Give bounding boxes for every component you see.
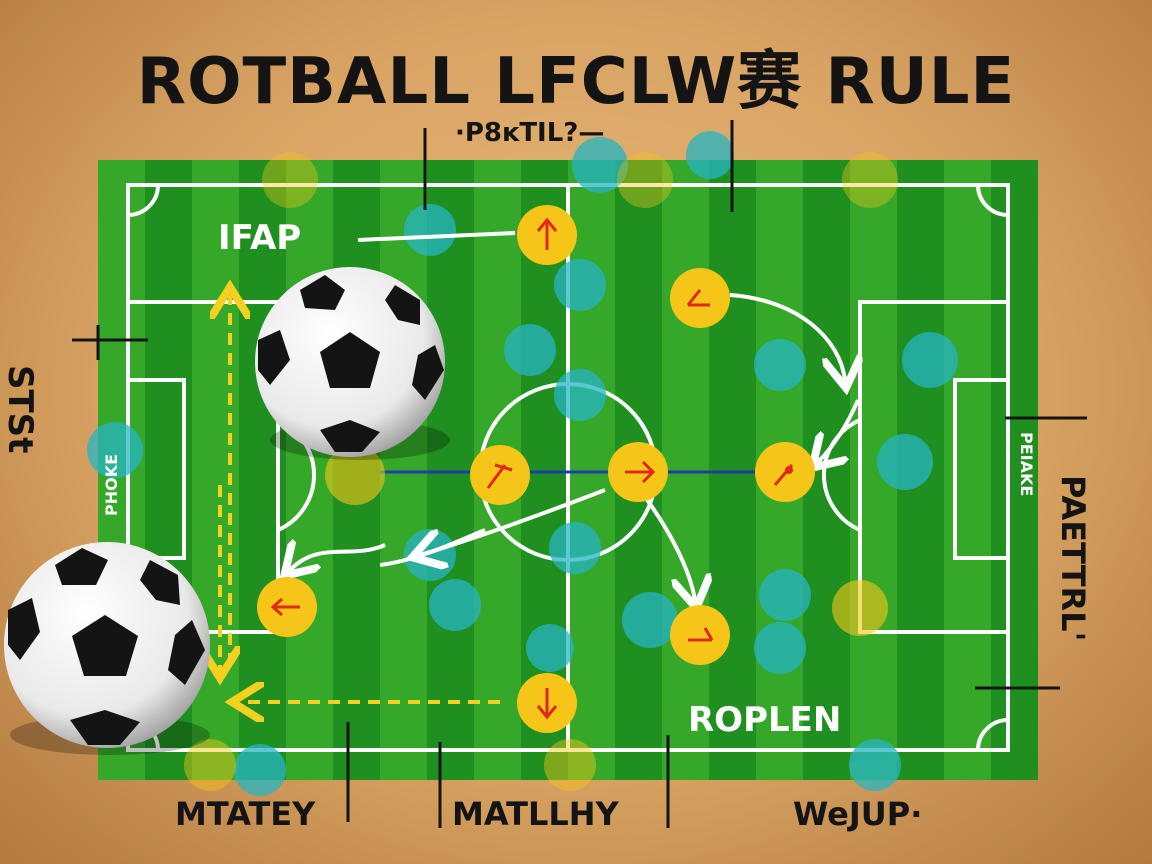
top-label: ·P8ĸTIL?— (455, 118, 605, 148)
arrow-line (357, 231, 516, 242)
arrow-marker-icon (608, 442, 668, 502)
pitch-label-left-box: PHOKE (102, 453, 121, 516)
side-label-right: PAETTRL' (1054, 475, 1092, 642)
page-title: ROTBALL LFCLW赛 RULE (136, 45, 1016, 119)
arrow-line (379, 528, 486, 567)
play-arrows (290, 231, 860, 600)
arrow-marker-icon (470, 445, 530, 505)
arrow-line (290, 545, 386, 570)
bottom-label-2: MATLLHY (452, 795, 619, 833)
dashed-runs (220, 295, 500, 702)
arrow-marker-icon (257, 577, 317, 637)
soccer-ball-icon (4, 542, 210, 755)
side-label-left: STSt (0, 365, 40, 454)
arrow-marker-icon (517, 205, 577, 265)
pitch-label-right-box: PEIAKE (1017, 432, 1036, 497)
soccer-ball-icon (255, 267, 450, 460)
arrow-line (638, 488, 695, 600)
pitch-label-bottom-right: ROPLEN (688, 700, 842, 740)
arrow-marker-icon (755, 442, 815, 502)
pitch-label-left-top: IFAP (218, 218, 302, 258)
bottom-label-3: WeJUP· (793, 795, 923, 833)
bottom-label-1: MTATEY (175, 795, 316, 833)
markers (257, 205, 815, 733)
guide-lines (72, 120, 1087, 828)
arrow-marker-icon (670, 268, 730, 328)
arrow-marker-icon (670, 605, 730, 665)
arrow-marker-icon (517, 673, 577, 733)
arrow-line (729, 293, 845, 380)
arrow-line (818, 399, 860, 462)
